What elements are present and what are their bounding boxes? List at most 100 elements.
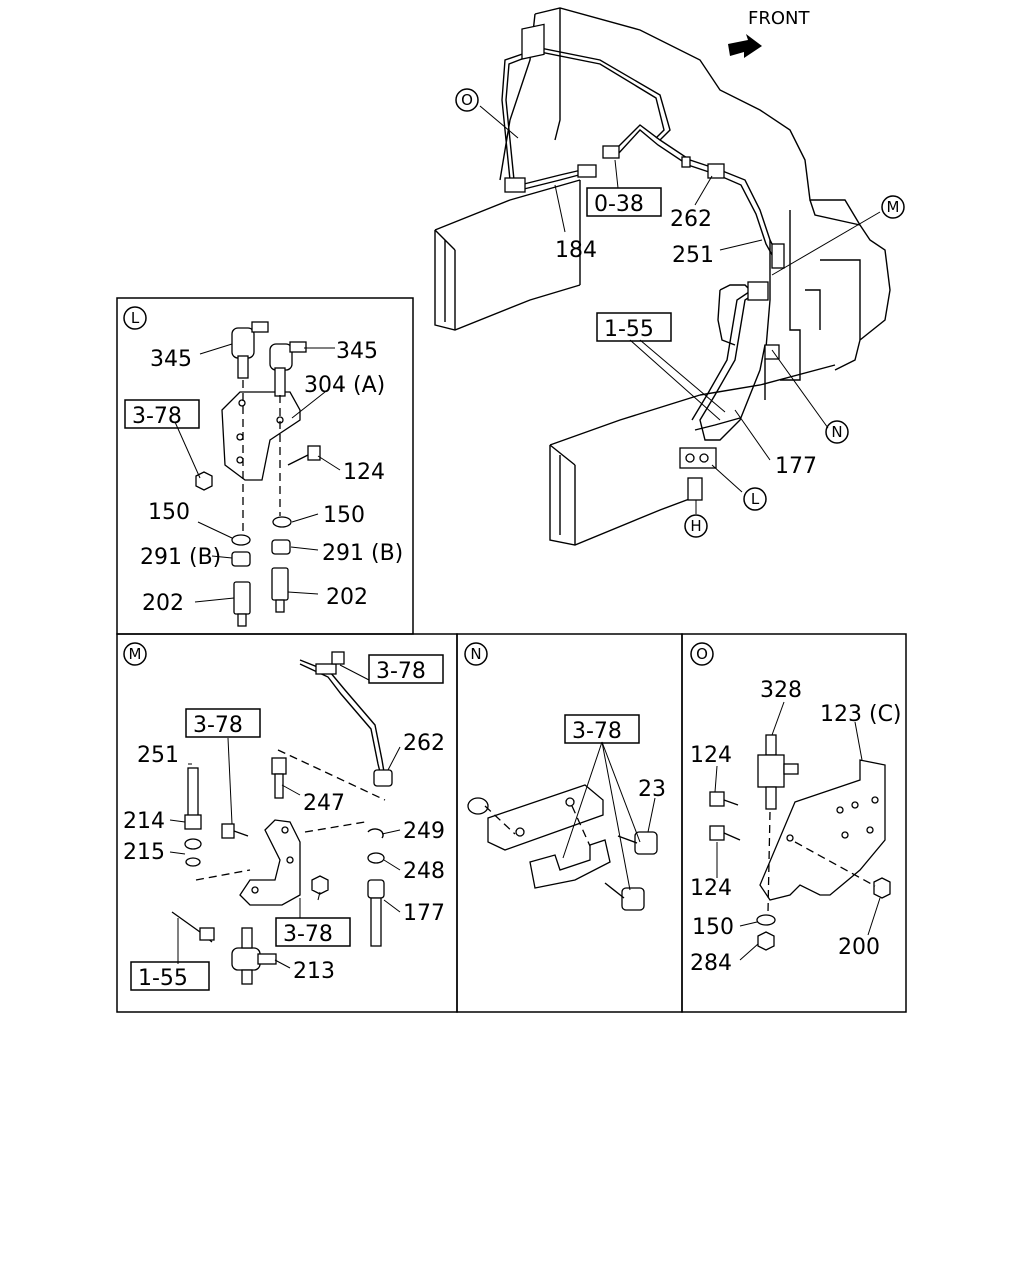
svg-text:1-55: 1-55: [604, 317, 654, 342]
svg-text:N: N: [470, 645, 481, 663]
bolt-124-l: [287, 445, 321, 466]
detail-panel-o: O: [681, 633, 907, 1013]
label-23: 23: [638, 777, 666, 802]
label-345-left: 345: [150, 347, 192, 372]
ref-box-3-78-m-top: 3-78: [368, 654, 444, 684]
label-328: 328: [760, 678, 802, 703]
label-304a: 304 (A): [304, 373, 385, 398]
label-284: 284: [690, 951, 732, 976]
svg-text:0-38: 0-38: [594, 192, 644, 217]
label-124-o-top: 124: [690, 743, 732, 768]
clip-249: [367, 828, 384, 839]
label-124-l: 124: [343, 460, 385, 485]
svg-text:H: H: [690, 517, 701, 535]
hydraulic-pipes: [501, 47, 781, 441]
label-150-left: 150: [148, 500, 190, 525]
connector-328: [757, 734, 799, 810]
label-124-o-bottom: 124: [690, 876, 732, 901]
pipe-fittings: [504, 23, 785, 501]
bracket-m: [239, 819, 301, 906]
label-200: 200: [838, 935, 880, 960]
panel-o-circle: O: [690, 642, 714, 666]
bolt-3-78-n: [604, 882, 645, 911]
nut-284-o: [757, 931, 775, 951]
ref-box-3-78-l: 3-78: [124, 399, 200, 429]
svg-text:L: L: [751, 490, 760, 508]
washer-248: [367, 852, 385, 864]
nut-200-o: [873, 877, 891, 899]
label-345-right: 345: [336, 339, 378, 364]
bracket-l: [221, 391, 301, 481]
cab-frame-outline: [499, 7, 891, 400]
tee-213: [171, 911, 277, 985]
pipe-251-m: [184, 767, 202, 867]
part-label-184: 184: [555, 238, 597, 263]
clamp-plate-n: [467, 784, 604, 851]
label-291b-left: 291 (B): [140, 545, 221, 570]
bolt-23: [617, 831, 658, 855]
svg-text:3-78: 3-78: [193, 713, 243, 738]
label-291b-right: 291 (B): [322, 541, 403, 566]
svg-text:N: N: [831, 423, 842, 441]
pipe-262-m: [299, 651, 393, 787]
front-label: FRONT: [748, 8, 810, 29]
part-label-177: 177: [775, 454, 817, 479]
front-arrow-icon: [728, 34, 762, 58]
fitting-345-left: [231, 321, 269, 379]
detail-panel-n: N 3-78 23: [456, 633, 683, 1013]
adapters-202-l: [233, 567, 289, 627]
main-assembly-view: FRONT: [434, 7, 905, 546]
part-label-251: 251: [672, 243, 714, 268]
panel-l-circle: L: [123, 306, 147, 330]
washers-150-l: [231, 516, 292, 546]
svg-text:3-78: 3-78: [132, 404, 182, 429]
svg-text:3-78: 3-78: [376, 659, 426, 684]
stud-247: [271, 757, 287, 799]
svg-text:M: M: [129, 645, 142, 663]
label-202-right: 202: [326, 585, 368, 610]
label-248: 248: [403, 859, 445, 884]
saddle-clamp-n: [529, 839, 611, 889]
bolts-124-o: [709, 791, 741, 841]
detail-panel-l: L: [116, 297, 414, 635]
label-150-o: 150: [692, 915, 734, 940]
main-leader-lines: [479, 105, 881, 514]
callout-circle-l-main: L: [743, 487, 767, 511]
panel-n-circle: N: [464, 642, 488, 666]
ref-box-1-55-main: 1-55: [596, 312, 672, 342]
svg-text:3-78: 3-78: [572, 719, 622, 744]
svg-text:O: O: [696, 645, 708, 663]
svg-text:O: O: [461, 91, 473, 109]
label-150-right: 150: [323, 503, 365, 528]
bracket-123c: [759, 759, 886, 901]
pipe-177-m: [367, 879, 385, 947]
label-202-left: 202: [142, 591, 184, 616]
label-123c: 123 (C): [820, 702, 902, 727]
panel-m-circle: M: [123, 642, 147, 666]
label-215: 215: [123, 840, 165, 865]
ref-box-3-78-m-mid: 3-78: [185, 708, 261, 738]
label-247: 247: [303, 791, 345, 816]
label-177-m: 177: [403, 901, 445, 926]
nut-3-78-m: [311, 875, 329, 895]
fitting-345-right: [269, 341, 307, 397]
callout-circle-n-main: N: [825, 420, 849, 444]
frame-rail-upper: [434, 179, 581, 331]
callout-circle-o-main: O: [455, 88, 479, 112]
frame-rail-lower: [549, 364, 836, 546]
svg-text:L: L: [131, 309, 140, 327]
part-label-262: 262: [670, 207, 712, 232]
svg-text:3-78: 3-78: [283, 922, 333, 947]
callout-circle-m-main: M: [881, 195, 905, 219]
label-249: 249: [403, 819, 445, 844]
label-214: 214: [123, 809, 165, 834]
label-213: 213: [293, 959, 335, 984]
ref-box-3-78-m-bottom: 3-78: [275, 917, 351, 947]
svg-text:M: M: [887, 198, 900, 216]
ref-box-1-55-m: 1-55: [130, 961, 210, 991]
detail-panel-m: M: [116, 633, 458, 1013]
label-251-m: 251: [137, 743, 179, 768]
nut-3-78-l: [195, 471, 213, 491]
callout-circle-h-main: H: [684, 514, 708, 538]
